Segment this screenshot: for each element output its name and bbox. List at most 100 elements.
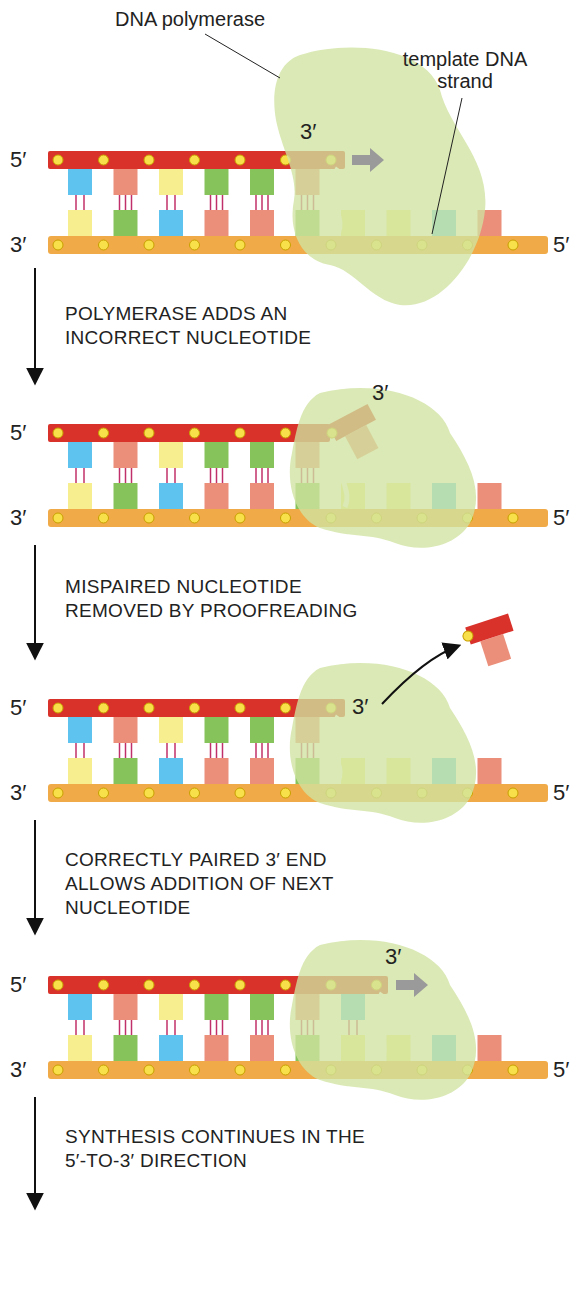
phosphate (53, 513, 63, 523)
template-base (159, 483, 183, 509)
replication-panel (48, 388, 548, 548)
new-base (159, 442, 183, 468)
template-base (478, 758, 502, 784)
template-base (114, 758, 138, 784)
new-base (114, 442, 138, 468)
new-base (159, 994, 183, 1020)
phosphate (190, 980, 200, 990)
phosphate (53, 1065, 63, 1075)
hydrogen-bond (131, 1020, 133, 1035)
hydrogen-bond (267, 1020, 269, 1035)
hydrogen-bond (119, 468, 121, 483)
template-base (68, 758, 92, 784)
hydrogen-bond (261, 195, 263, 210)
template-base (250, 758, 274, 784)
strand-end: 5′ (10, 148, 26, 172)
new-base (68, 994, 92, 1020)
phosphate (53, 788, 63, 798)
hydrogen-bond (222, 743, 224, 758)
hydrogen-bond (83, 468, 85, 483)
hydrogen-bond (83, 1020, 85, 1035)
template-base (478, 483, 502, 509)
phosphate (144, 428, 154, 438)
strand-end: 3′ (10, 233, 26, 257)
phosphate (99, 1065, 109, 1075)
phosphate (235, 240, 245, 250)
hydrogen-bond (75, 195, 77, 210)
phosphate (235, 513, 245, 523)
new-base (114, 994, 138, 1020)
phosphate (190, 703, 200, 713)
strand-end: 5′ (10, 421, 26, 445)
phosphate (99, 428, 109, 438)
replication-panel (48, 940, 548, 1100)
strand-end: 3′ (352, 695, 368, 719)
hydrogen-bond (222, 1020, 224, 1035)
strand-end: 5′ (553, 1058, 569, 1082)
hydrogen-bond (174, 1020, 176, 1035)
template-base (250, 210, 274, 236)
phosphate (235, 1065, 245, 1075)
strand-end: 3′ (10, 506, 26, 530)
new-base (205, 994, 229, 1020)
hydrogen-bond (131, 195, 133, 210)
strand-end: 5′ (10, 696, 26, 720)
template-base (478, 1035, 502, 1061)
hydrogen-bond (131, 743, 133, 758)
phosphate (190, 1065, 200, 1075)
new-base (114, 169, 138, 195)
step-caption: SYNTHESIS CONTINUES IN THE 5′-TO-3′ DIRE… (65, 1125, 385, 1173)
hydrogen-bond (210, 195, 212, 210)
hydrogen-bond (216, 1020, 218, 1035)
dna-polymerase (290, 388, 476, 548)
hydrogen-bond (261, 743, 263, 758)
template-base (114, 483, 138, 509)
phosphate (281, 513, 291, 523)
strand-end: 5′ (10, 973, 26, 997)
hydrogen-bond (216, 195, 218, 210)
hydrogen-bond (216, 743, 218, 758)
template-base (114, 1035, 138, 1061)
step-arrow (34, 820, 36, 932)
phosphate (508, 1065, 518, 1075)
phosphate (144, 788, 154, 798)
phosphate (235, 428, 245, 438)
strand-end: 5′ (553, 781, 569, 805)
new-base (250, 442, 274, 468)
replication-panel (48, 47, 548, 305)
template-base (114, 210, 138, 236)
dna-polymerase (290, 663, 476, 823)
removed-nucleotide (460, 614, 521, 671)
hydrogen-bond (174, 743, 176, 758)
template-base (159, 1035, 183, 1061)
removal-arrow (382, 646, 458, 704)
phosphate (99, 980, 109, 990)
phosphate (281, 980, 291, 990)
hydrogen-bond (255, 1020, 257, 1035)
hydrogen-bond (255, 195, 257, 210)
hydrogen-bond (75, 468, 77, 483)
phosphate (144, 155, 154, 165)
hydrogen-bond (166, 1020, 168, 1035)
hydrogen-bond (83, 195, 85, 210)
step-arrow (34, 1097, 36, 1207)
step-caption: MISPAIRED NUCLEOTIDE REMOVED BY PROOFREA… (65, 575, 385, 623)
hydrogen-bond (210, 1020, 212, 1035)
hydrogen-bond (166, 195, 168, 210)
template-base (205, 758, 229, 784)
phosphate (144, 980, 154, 990)
direction-arrow (352, 148, 384, 172)
hydrogen-bond (255, 743, 257, 758)
phosphate (53, 703, 63, 713)
phosphate (99, 155, 109, 165)
part-label: DNA polymerase (115, 8, 265, 31)
template-base (68, 210, 92, 236)
phosphate (281, 240, 291, 250)
hydrogen-bond (174, 195, 176, 210)
new-base (68, 717, 92, 743)
template-base (205, 210, 229, 236)
phosphate (190, 155, 200, 165)
phosphate (99, 703, 109, 713)
phosphate (190, 240, 200, 250)
